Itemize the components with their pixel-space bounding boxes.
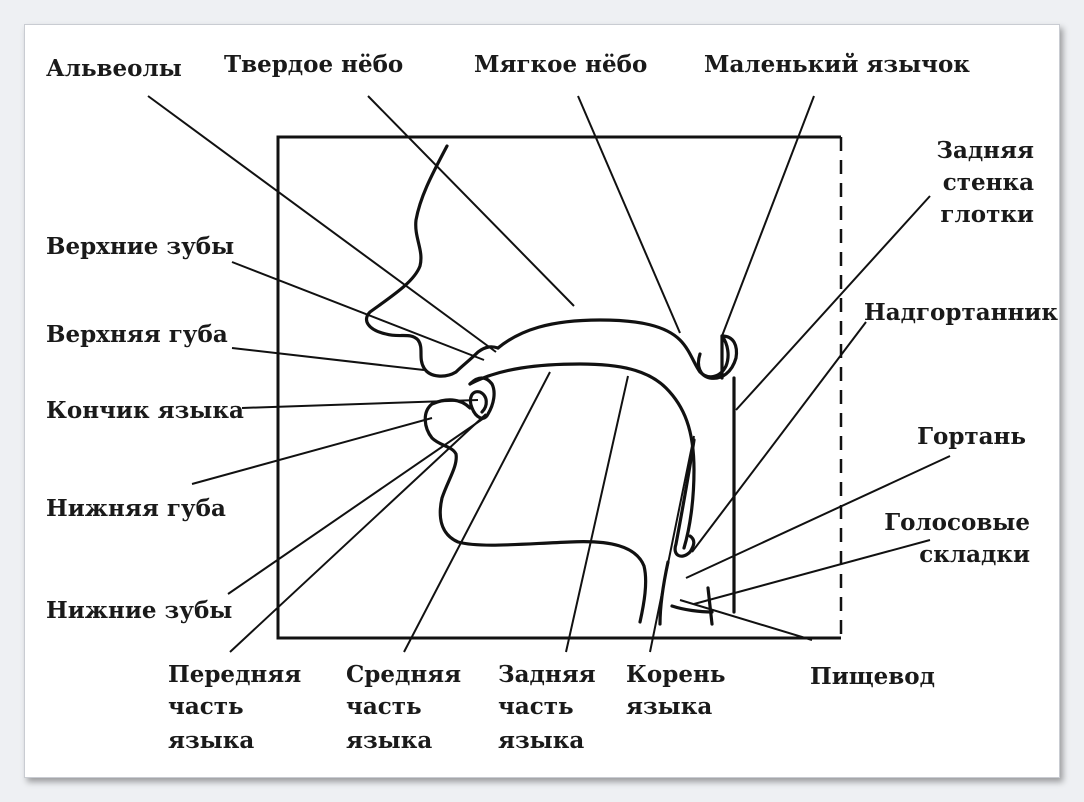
label-tongue-root-1: Корень — [626, 661, 725, 688]
frame-solid — [276, 135, 841, 640]
label-tongue-front-2: часть — [168, 693, 244, 720]
label-uvula: Маленький язычок — [704, 51, 970, 78]
label-tongue-middle-2: часть — [346, 693, 422, 720]
label-tongue-back-3: языка — [498, 727, 584, 754]
palate-lower-surface — [468, 362, 696, 550]
label-tongue-front-3: языка — [168, 727, 254, 754]
label-esophagus: Пищевод — [810, 663, 935, 690]
diagram-card — [24, 24, 1060, 778]
vocal-folds — [706, 586, 714, 626]
label-pharynx-wall-1: Задняя — [936, 137, 1034, 164]
esophagus-outline — [670, 604, 714, 614]
upper-teeth — [468, 376, 496, 420]
label-larynx: Гортань — [917, 423, 1026, 450]
label-epiglottis: Надгортанник — [864, 299, 1058, 326]
tongue-tip-curl — [468, 390, 488, 414]
label-tongue-middle-1: Средняя — [346, 661, 461, 688]
palate-upper-surface — [496, 318, 730, 380]
label-tongue-front-1: Передняя — [168, 661, 301, 688]
label-vocal-folds-2: складки — [919, 541, 1030, 568]
leader-lines — [147, 95, 951, 653]
label-upper-lip: Верхняя губа — [46, 321, 228, 348]
label-tongue-middle-3: языка — [346, 727, 432, 754]
label-upper-teeth: Верхние зубы — [46, 233, 234, 260]
label-soft-palate: Мягкое нёбо — [474, 51, 647, 78]
label-lower-lip: Нижняя губа — [46, 495, 226, 522]
uvula — [696, 334, 739, 380]
label-tongue-tip: Кончик языка — [46, 397, 244, 424]
label-lower-teeth: Нижние зубы — [46, 597, 232, 624]
label-tongue-back-1: Задняя — [498, 661, 596, 688]
label-pharynx-wall-2: стенка — [943, 169, 1034, 196]
label-hard-palate: Твердое нёбо — [224, 51, 403, 78]
face-upper-profile — [364, 144, 500, 378]
label-tongue-back-2: часть — [498, 693, 574, 720]
epiglottis — [673, 438, 696, 558]
label-vocal-folds-1: Голосовые — [884, 509, 1030, 536]
label-pharynx-wall-3: глотки — [940, 201, 1034, 228]
label-alveoli: Альвеолы — [46, 55, 182, 82]
lower-lip-chin — [423, 398, 648, 624]
label-tongue-root-2: языка — [626, 693, 712, 720]
